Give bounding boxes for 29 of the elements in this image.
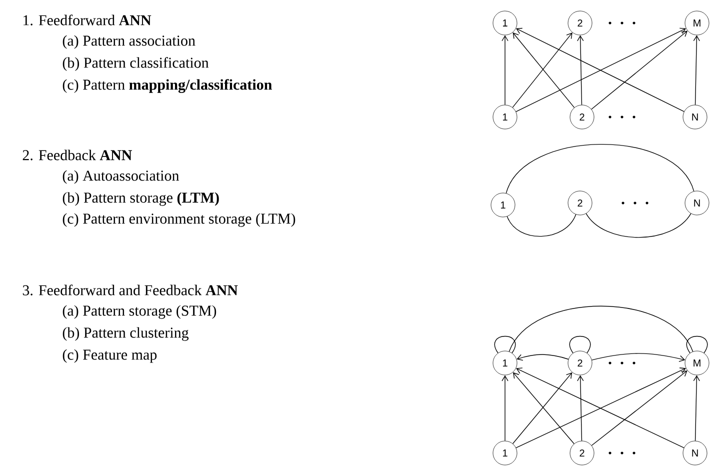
connection-line xyxy=(693,35,700,106)
list-item: (b) Pattern storage (LTM) xyxy=(62,192,219,206)
list-item: (c) Feature map xyxy=(62,349,157,363)
list-item: 1. Feedforward ANN xyxy=(24,14,152,26)
list-item: (a) Pattern association xyxy=(62,35,196,49)
connection-line xyxy=(577,35,584,106)
connection-line xyxy=(591,370,688,446)
connection-line xyxy=(686,336,708,354)
connection-line xyxy=(506,144,694,194)
connection-line xyxy=(586,213,692,238)
connection-line xyxy=(592,353,686,362)
connection-line xyxy=(506,214,576,237)
list-item: (a) Pattern storage (STM) xyxy=(62,305,216,319)
list-item: (b) Pattern clustering xyxy=(62,327,189,341)
list-item: (a) Autoassociation xyxy=(62,170,180,184)
list-item: 2. Feedback ANN xyxy=(22,150,132,160)
connection-line xyxy=(693,375,700,442)
list-item: (b) Pattern classification xyxy=(62,57,209,71)
connection-line xyxy=(516,354,569,361)
connection-line xyxy=(502,35,508,106)
list-item: 3. Feedforward and Feedback ANN xyxy=(22,284,238,296)
connection-line xyxy=(508,306,694,352)
list-item: (c) Pattern environment storage (LTM) xyxy=(62,213,296,227)
connection-line xyxy=(577,375,584,442)
connection-line xyxy=(569,336,591,354)
list-item: (c) Pattern mapping/classification xyxy=(62,79,272,93)
connection-line xyxy=(494,336,516,354)
connection-line xyxy=(502,375,508,442)
connection-line xyxy=(591,30,688,110)
